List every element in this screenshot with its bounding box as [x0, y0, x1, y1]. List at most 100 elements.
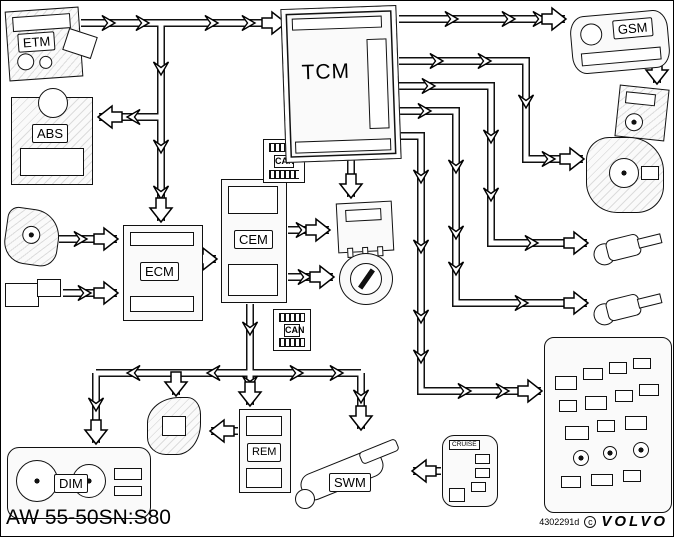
cem-module: CEM [221, 179, 287, 303]
speed-sensor-body [604, 292, 643, 323]
cruise-button [471, 482, 486, 492]
cruise-button [475, 468, 490, 478]
solenoid-port [573, 450, 589, 466]
rem-label: REM [247, 443, 282, 462]
cem-pinfield-top [228, 186, 278, 214]
credits: 4302291d c VOLVO [539, 513, 668, 530]
pedal-switch-plug [37, 279, 61, 297]
copyright-icon: c [584, 515, 597, 528]
a-pillar-panel [147, 397, 201, 455]
arrow-terminal [84, 419, 108, 445]
relay [335, 200, 395, 258]
arrow-terminal [209, 419, 235, 443]
valve [597, 420, 615, 432]
valve [625, 416, 647, 430]
arrow-terminal [97, 105, 123, 129]
dim-label: DIM [54, 474, 88, 493]
valve [609, 362, 627, 374]
cluster-display [114, 486, 142, 496]
can-bus-lower: CAN [273, 309, 311, 351]
arrow-terminal [541, 7, 567, 31]
valve [555, 376, 577, 390]
tcm-connector-bottom [294, 138, 392, 154]
column-end [295, 489, 315, 509]
gear-position-sensor [586, 137, 664, 213]
arrow-terminal [309, 265, 335, 289]
ecm-module: ECM [123, 225, 203, 321]
dim-module: DIM [7, 447, 151, 519]
ecm-label: ECM [140, 262, 179, 281]
pedal-switch-body [5, 283, 39, 307]
abs-module: ABS [11, 88, 93, 185]
etm-label: ETM [17, 31, 56, 53]
arrow-terminal [238, 381, 262, 407]
valve [615, 390, 633, 402]
ecm-connector-top [130, 232, 194, 246]
solenoid-port [633, 442, 649, 458]
can-stripe [279, 313, 305, 322]
volvo-logo: VOLVO [601, 513, 668, 530]
can-stripe [269, 143, 299, 152]
rem-pinfield-top [246, 416, 282, 436]
speed-sensor-cable [636, 293, 663, 309]
ignition-switch [339, 253, 393, 305]
rem-module: REM [239, 409, 291, 493]
valve [639, 384, 659, 396]
can-stripe [279, 338, 305, 347]
pedal-switch [5, 275, 63, 311]
arrow-terminal [411, 459, 437, 483]
valve [623, 470, 641, 482]
tcm-heatsink [366, 38, 390, 130]
position-sensor-tab [641, 166, 659, 180]
valve [561, 476, 581, 488]
abs-pump-motor [38, 88, 68, 118]
transmission-valve-body [544, 337, 672, 513]
cruise-stem [449, 488, 465, 502]
cluster-display [114, 468, 142, 480]
gauge-dial-left [16, 460, 58, 502]
abs-valve-block [20, 148, 84, 176]
arrow-terminal [339, 173, 363, 199]
tcm-module: TCM [280, 5, 402, 163]
ecm-connector-bottom [130, 296, 194, 312]
arrow-terminal [517, 379, 543, 403]
can-stripe [269, 170, 299, 179]
cem-label: CEM [234, 230, 273, 249]
arrow-terminal [93, 281, 119, 305]
rem-pinfield-bottom [246, 468, 282, 488]
swm-module: SWM [295, 431, 407, 515]
speed-sensor-body [604, 232, 643, 263]
panel-vents [162, 416, 186, 436]
tcm-label: TCM [301, 59, 351, 85]
can-lower-label: CAN [284, 323, 305, 337]
arrow-terminal [305, 218, 331, 242]
valve [559, 400, 577, 412]
gsm-module: GSM [568, 8, 672, 76]
etm-connector [12, 13, 71, 33]
relay-top [345, 208, 382, 223]
valve [565, 426, 589, 440]
shift-solenoid [614, 84, 670, 142]
cem-pinfield-bottom [228, 264, 278, 296]
gsm-label: GSM [612, 17, 654, 40]
solenoid-port [603, 446, 617, 460]
position-sensor-shaft [609, 158, 639, 188]
cruise-switch: CRUISE [442, 435, 498, 507]
speed-sensor-cable [636, 233, 663, 249]
arrow-terminal [349, 405, 373, 431]
solenoid-plug [624, 91, 657, 107]
gsm-knob [579, 22, 604, 47]
arrow-terminal [563, 231, 589, 255]
arrow-terminal [563, 291, 589, 315]
swm-label: SWM [329, 473, 371, 492]
pedal-sensor-pivot [21, 224, 42, 246]
valve [583, 368, 603, 380]
arrow-terminal [93, 227, 119, 251]
tcm-connector-top [291, 15, 383, 31]
harness-line [399, 83, 587, 246]
etm-bore-small [38, 55, 53, 70]
valve [633, 358, 651, 369]
cruise-label: CRUISE [449, 440, 480, 450]
etm-bore [16, 52, 35, 71]
